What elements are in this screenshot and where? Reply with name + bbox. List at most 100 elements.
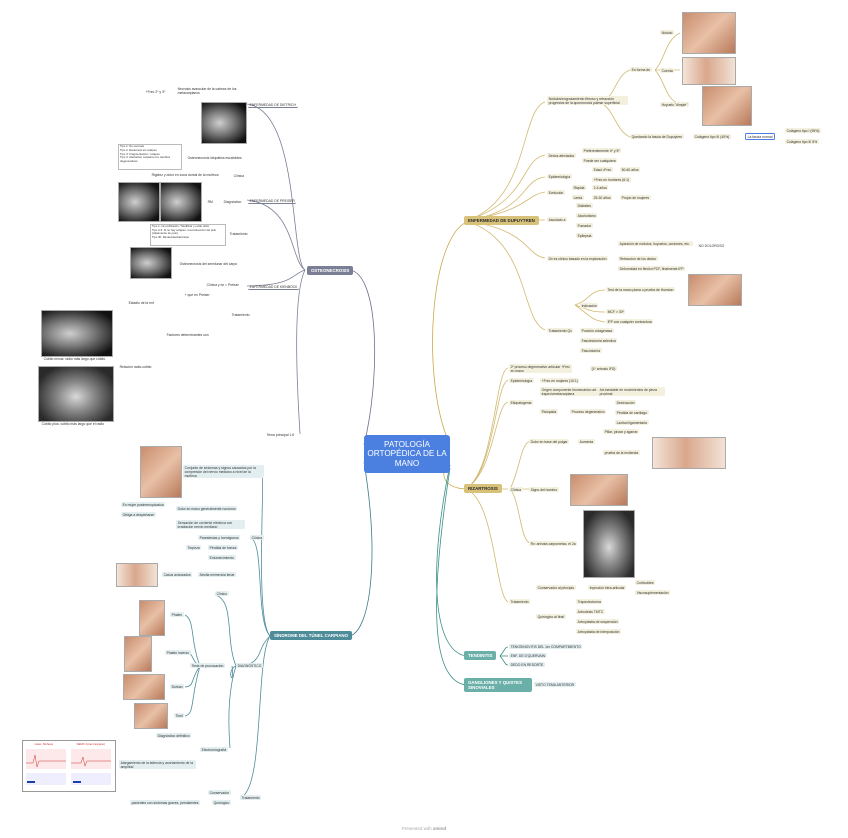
node-dedos-2[interactable]: Puede ser cualquiera [582,158,618,164]
node-riz-quirurgico[interactable]: Quirúrgico al final [536,614,566,620]
node-riz-corticoides[interactable]: Corticoides [635,580,656,586]
node-riz-suspension[interactable]: Artroplastia de suspensión [576,619,620,625]
node-riz-artrodesis[interactable]: Artrodesis TMTC [576,609,605,615]
node-edad-valor[interactable]: 50-60 años [620,167,641,173]
node-preiser-def[interactable]: Osteonecrosis idiopática escafoides [187,155,242,160]
node-preiser-clinica[interactable]: Clínica [233,173,244,178]
node-tunel-provocacion[interactable]: Tests de provocación [190,663,226,669]
node-riz-clinica[interactable]: Clínica [509,487,523,493]
node-lenta-valor[interactable]: 25-30 años [592,195,613,201]
node-kienbock-tto[interactable]: Tratamiento [231,312,250,317]
node-kienbock-def[interactable]: Osteonecrosis del semilunar del carpo [179,261,238,266]
node-colageno-1[interactable]: Colágeno tipo I (95%) [785,128,821,134]
node-tunel-clinica[interactable]: Clínica [250,535,264,541]
node-riz-aumenta[interactable]: Aumenta [578,439,595,445]
node-asociado[interactable]: Asociado a [547,217,567,223]
node-fasciotomia[interactable]: Fasciotomía [580,348,602,354]
node-hoyuelo[interactable]: Hoyuelo "dimple" [660,102,689,108]
node-tunel-entumecimiento[interactable]: Entumecimiento [208,555,236,561]
node-tunel-definitivo[interactable]: Diagnóstico definitivo [156,733,192,739]
node-tunel-conservador[interactable]: Conservador [208,790,231,796]
node-en-forma-de[interactable]: En forma de [630,67,652,73]
node-riz-epidemiologia[interactable]: Epidemiología [509,378,534,384]
node-tunel-despertarse[interactable]: Obliga a despertarse [121,512,156,518]
node-tunel-def[interactable]: Conjunto de síntomas y signos causados p… [183,465,265,479]
node-preiser-rigidez[interactable]: Rigidez y dolor en zona dorsal de la muñ… [151,172,219,177]
node-nodulo[interactable]: Nódulo [660,30,674,36]
node-dietrich-def[interactable]: Necrosis avascular de la cabeza de los m… [177,86,237,95]
node-riz-definicion[interactable]: 2º proceso degenerativo articular +Frec … [509,364,573,374]
node-alcoholismo[interactable]: Alcoholismo [576,213,598,219]
node-kienbock-clinica[interactable]: Clínica y dx = Preiser [206,282,239,287]
topic-tendinitis[interactable]: TENDINITIS [464,651,497,660]
node-diabetes[interactable]: Diabetes [576,203,593,209]
node-riz-rx[interactable]: Rx: artrosis carpometac. el 2a [529,541,578,547]
node-tendinitis-1[interactable]: TENOSINOVITIS DEL 1er COMPARTIMENTO [509,644,583,650]
node-fumador[interactable]: Fumador [576,223,593,229]
node-fascia-normal[interactable]: La fascia normal [745,133,776,141]
node-preiser[interactable]: ENFERMEDAD DE PREISER [248,198,297,205]
node-tunel-diagnostico[interactable]: DIAGNÓSTICO [236,663,263,669]
node-fasciectomia[interactable]: Fasciectomía selectiva [580,338,618,344]
node-rapida[interactable]: Rápida [572,185,586,191]
node-dx-clinico[interactable]: Dx es clínico basado en la exploración [547,256,609,262]
node-riz-inestable[interactable]: Art.inestable en movimientos de pinza pr… [598,387,666,397]
node-tendinitis-3[interactable]: DEDO EN RESORTE [509,662,545,668]
node-tunel-dolor[interactable]: Dolor en mano generalmente nocturno [176,506,238,512]
node-kienbock-estadio[interactable]: Estadio de la enf [128,300,154,305]
node-riz-mujeres[interactable]: +Frec en mujeres (10:1) [540,378,580,384]
node-tunel-fuerza[interactable]: Pérdida de fuerza [208,545,238,551]
node-tunel-tratamiento[interactable]: Tratamiento [240,795,262,801]
topic-osteonecrosis[interactable]: OSTEONECROSIS [307,266,354,275]
node-tunel-clinico[interactable]: Clínico [215,591,229,597]
node-edad[interactable]: Edad >Frec [592,167,613,173]
node-lenta[interactable]: Lenta [572,195,584,201]
node-tema-principal[interactable]: Tema principal 1.6 [266,432,295,437]
node-tunel-corriente[interactable]: Sensación de corriente eléctrica con irr… [176,520,246,530]
node-riz-fisiopatia[interactable]: Fisiopatía [540,409,558,415]
topic-rizartrosis[interactable]: RIZARTROSIS [464,484,502,493]
node-hueston[interactable]: Test de la mano plana o prueba de Huesto… [606,287,675,293]
node-dupuytren-definition[interactable]: Nódulos/engrosamiento fibroso y retracci… [547,96,629,106]
node-riz-degenerativo[interactable]: Proceso degenerativo [570,409,607,415]
node-riz-dolor[interactable]: Dolor en base del pulgar [529,439,570,445]
node-tunel-emg[interactable]: Electromiografía [200,747,228,753]
node-riz-molienda[interactable]: prueba de la molienda [603,450,640,456]
node-kienbock-preiser[interactable]: + que en Preiser [184,292,210,297]
node-riz-cartilago[interactable]: Pérdida de cartílago [615,410,649,416]
topic-gangliones[interactable]: GANGLIONES Y QUISTES SINOVIALES [464,678,532,692]
node-epilepsia[interactable]: Epilepsia [576,233,593,239]
node-riz-etiopatogenia[interactable]: Etiopatogenia [509,400,533,406]
node-dx-retraccion[interactable]: Retracción de los dedos [618,256,658,262]
node-riz-hombro[interactable]: Signo del hombro [529,487,559,493]
node-riz-artrosis-ifd[interactable]: (1º artrosis IFD) [590,366,618,372]
node-tunel-phalen-inverso[interactable]: Phalen inverso [165,650,191,656]
node-tunel-tinel[interactable]: Tinel [174,713,185,719]
node-preiser-tto[interactable]: Tratamiento [229,231,248,236]
node-riz-tratamiento[interactable]: Tratamiento [509,599,531,605]
node-ifp[interactable]: IFP con cualquier contractura [606,319,654,325]
node-preiser-rm[interactable]: RM [207,199,213,204]
node-preiser-dx[interactable]: Diagnóstico [223,199,242,204]
node-riz-pinzar[interactable]: Pillar, pinzar y agarrar [603,429,640,435]
node-dx-deformidad[interactable]: Deformidad en flexión PCF, finalmente IF… [618,266,686,272]
node-hombres[interactable]: +Frec en hombres (6:1) [592,177,631,183]
xmind-logo[interactable]: xmind [432,826,447,831]
node-kienbock[interactable]: ENFERMEDAD DE KIENBÖCK [248,284,300,291]
node-tratamiento-qx[interactable]: Tratamiento Qx [547,328,574,334]
root-topic[interactable]: PATOLOGÍA ORTOPÉDICA DE LA MANO [364,435,450,473]
node-gangliones-1[interactable]: VISTO TEMA ANTERIOR [534,682,576,688]
node-evolucion[interactable]: Evolución [547,190,565,196]
topic-tunel-carpiano[interactable]: SÍNDROME DEL TÚNEL CARPIANO [270,631,352,640]
node-dietrich-frec[interactable]: +Frec 2º y 3º [145,89,166,94]
node-riz-trapeciectomia[interactable]: Trapeciectomía [576,599,603,605]
node-kienbock-factores[interactable]: Factores determinantes son [166,332,209,337]
node-riz-destruccion[interactable]: Destrucción [615,400,637,406]
node-indicacion[interactable]: Indicación [580,303,599,309]
node-riz-inyeccion[interactable]: Inyección intra-articular [588,585,627,591]
node-riz-interposicion[interactable]: Artroplastia de interposición [576,629,622,635]
node-tunel-durkan[interactable]: Durkan [170,684,185,690]
node-colageno-3[interactable]: Colágeno tipo III (40%) [693,134,731,140]
node-mcf[interactable]: MCF > 30º [606,309,626,315]
node-lenta-mujeres[interactable]: Propio de mujeres [620,195,651,201]
